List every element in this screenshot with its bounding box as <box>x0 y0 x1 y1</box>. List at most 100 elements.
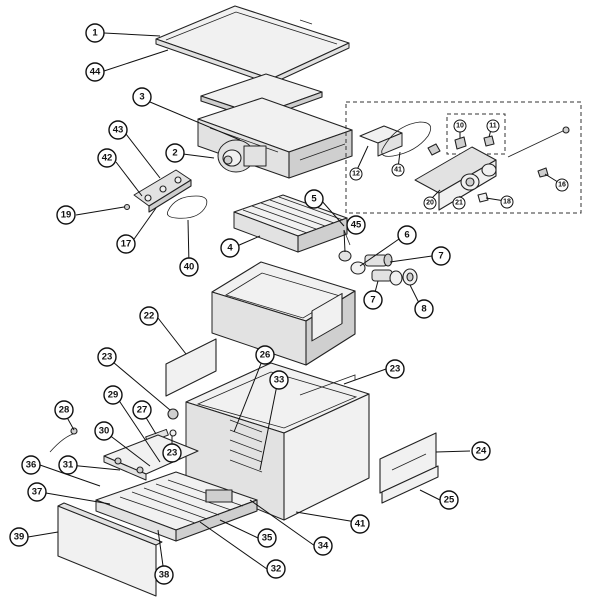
side-panel-24-part <box>379 432 439 504</box>
callout-6-label: 6 <box>404 230 409 241</box>
callout-36: 36 <box>21 455 41 475</box>
callout-27-label: 27 <box>137 405 148 416</box>
side-panel-22-part <box>165 338 217 397</box>
callout-19: 19 <box>56 205 76 225</box>
callout-42: 42 <box>97 148 117 168</box>
callout-17: 17 <box>116 234 136 254</box>
inset-callout-16: 16 <box>555 178 569 192</box>
pilot-part <box>49 427 78 453</box>
callout-1-label: 1 <box>92 28 98 39</box>
callout-28: 28 <box>54 400 74 420</box>
callout-26: 26 <box>255 345 275 365</box>
callout-28-label: 28 <box>59 405 70 416</box>
callout-23-center-label: 23 <box>167 448 178 459</box>
inset-callout-20: 20 <box>423 196 437 210</box>
callout-44-label: 44 <box>90 67 101 78</box>
callout-38: 38 <box>154 565 174 585</box>
callout-40: 40 <box>179 257 199 277</box>
callout-7-left: 7 <box>363 290 383 310</box>
callout-35-label: 35 <box>262 533 273 544</box>
callout-29-label: 29 <box>108 390 119 401</box>
callout-8: 8 <box>414 299 434 319</box>
callout-37: 37 <box>27 482 47 502</box>
callout-2: 2 <box>165 143 185 163</box>
combustion-chamber-part <box>211 261 356 366</box>
top-cover-part <box>155 5 350 85</box>
heat-exchanger-part <box>233 194 348 253</box>
callout-30-label: 30 <box>99 426 110 437</box>
callout-23-right-label: 23 <box>390 364 401 375</box>
inset-detail-box <box>345 101 582 214</box>
callout-39-label: 39 <box>14 532 25 543</box>
callout-36-label: 36 <box>26 460 37 471</box>
inset-callout-10: 10 <box>453 119 467 133</box>
callout-31-label: 31 <box>63 460 74 471</box>
callout-23-right: 23 <box>385 359 405 379</box>
inset-callout-18-label: 18 <box>503 199 511 206</box>
inset-callout-21: 21 <box>452 196 466 210</box>
inset-callout-20-label: 20 <box>426 200 434 207</box>
callout-44: 44 <box>85 62 105 82</box>
screw-19-part <box>123 203 131 211</box>
callout-37-label: 37 <box>32 487 43 498</box>
inset-callout-11: 11 <box>486 119 500 133</box>
blower-part <box>217 139 267 173</box>
front-panel-part <box>57 502 163 597</box>
inset-callout-11-label: 11 <box>489 123 497 130</box>
callout-4: 4 <box>220 238 240 258</box>
callout-5-label: 5 <box>311 194 317 205</box>
callout-22: 22 <box>139 306 159 326</box>
inset-callout-12-label: 12 <box>352 171 360 178</box>
callout-38-label: 38 <box>159 570 170 581</box>
callout-42-label: 42 <box>102 153 113 164</box>
callout-3-label: 3 <box>139 92 144 103</box>
callout-40-label: 40 <box>184 262 195 273</box>
callout-22-label: 22 <box>144 311 155 322</box>
callout-27: 27 <box>132 400 152 420</box>
callout-30: 30 <box>94 421 114 441</box>
callout-2-label: 2 <box>172 148 177 159</box>
gas-valve-part <box>133 169 192 213</box>
callout-23-left-label: 23 <box>102 352 113 363</box>
callout-19-label: 19 <box>61 210 72 221</box>
callout-32: 32 <box>266 559 286 579</box>
callout-7-right: 7 <box>431 246 451 266</box>
callout-33-label: 33 <box>274 375 285 386</box>
callout-25: 25 <box>439 490 459 510</box>
callout-23-center: 23 <box>162 443 182 463</box>
callout-39: 39 <box>9 527 29 547</box>
callout-24: 24 <box>471 441 491 461</box>
burner-tray-part <box>95 471 258 542</box>
inset-callout-16-label: 16 <box>558 182 566 189</box>
inset-callout-18: 18 <box>500 195 514 209</box>
callout-26-label: 26 <box>260 350 271 361</box>
callout-45: 45 <box>346 215 366 235</box>
inset-callout-10-label: 10 <box>456 123 464 130</box>
callout-32-label: 32 <box>271 564 282 575</box>
callout-45-label: 45 <box>351 220 362 231</box>
callout-23-left: 23 <box>97 347 117 367</box>
callout-34-label: 34 <box>318 541 329 552</box>
inset-callout-12: 12 <box>349 167 363 181</box>
callout-43-label: 43 <box>113 125 124 136</box>
inset-callout-41-label: 41 <box>394 167 402 174</box>
callout-4-label: 4 <box>227 243 233 254</box>
callout-35: 35 <box>257 528 277 548</box>
callout-31: 31 <box>58 455 78 475</box>
fittings-part <box>338 229 418 286</box>
callout-3: 3 <box>132 87 152 107</box>
callout-5: 5 <box>304 189 324 209</box>
callout-25-label: 25 <box>444 495 455 506</box>
callout-7-left-label: 7 <box>370 295 375 306</box>
callout-43: 43 <box>108 120 128 140</box>
cabinet-part <box>185 362 370 521</box>
callout-7-right-label: 7 <box>438 251 443 262</box>
callout-17-label: 17 <box>121 239 132 250</box>
callout-41: 41 <box>350 514 370 534</box>
gasket-part <box>166 195 208 219</box>
callout-6: 6 <box>397 225 417 245</box>
inset-callout-41: 41 <box>391 163 405 177</box>
callout-29: 29 <box>103 385 123 405</box>
callout-34: 34 <box>313 536 333 556</box>
